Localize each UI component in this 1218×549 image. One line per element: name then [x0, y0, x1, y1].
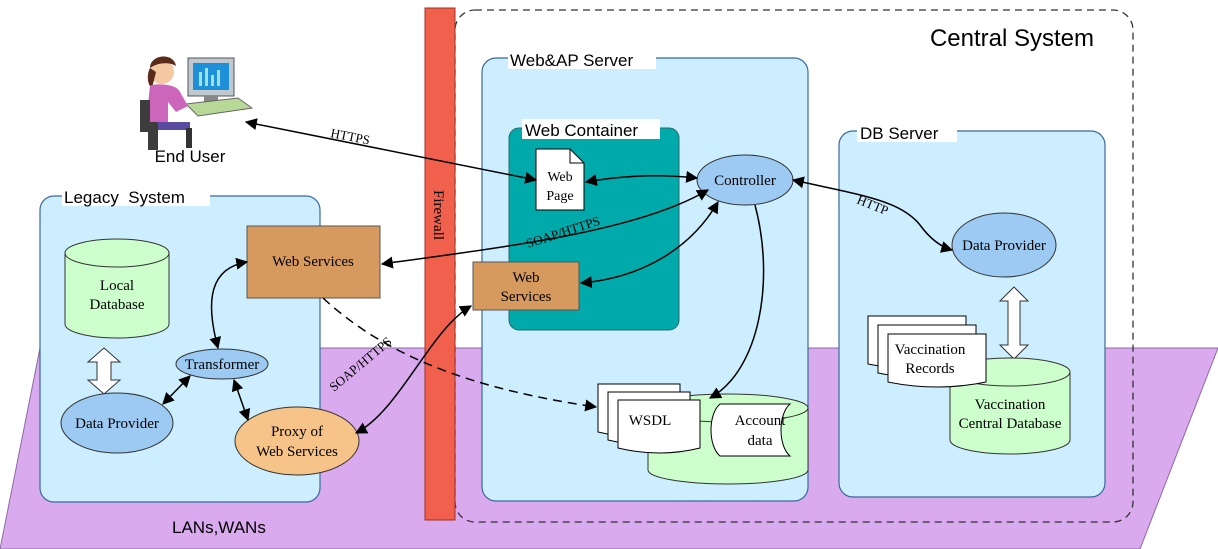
- end-user-icon: [140, 56, 254, 150]
- svg-text:Web Services: Web Services: [272, 254, 354, 270]
- web-container-label: Web Container: [525, 121, 638, 140]
- wsdl-documents: WSDL: [597, 383, 701, 454]
- data-provider-legacy-node: Data Provider: [60, 392, 174, 454]
- svg-text:Account: Account: [735, 413, 787, 429]
- controller-node: Controller: [696, 154, 794, 206]
- firewall: [424, 7, 456, 521]
- svg-text:Transformer: Transformer: [185, 357, 259, 373]
- svg-text:Web Services: Web Services: [256, 444, 338, 460]
- edge-transformer-dataprovider: [162, 375, 191, 405]
- edge-transformer-webservices: [209, 257, 249, 350]
- local-database-node: Local Database: [64, 238, 170, 339]
- vaccination-central-database: Vaccination Central Database: [949, 357, 1071, 455]
- web-ap-server-label: Web&AP Server: [510, 51, 633, 70]
- transformer-node: Transformer: [175, 348, 269, 380]
- svg-text:WSDL: WSDL: [629, 413, 672, 429]
- svg-text:Data Provider: Data Provider: [962, 238, 1046, 254]
- svg-text:Database: Database: [90, 297, 145, 313]
- edge-soap-lower: [354, 305, 473, 434]
- web-services-central-node: Web Services: [472, 261, 580, 311]
- svg-text:Local: Local: [100, 278, 134, 294]
- svg-text:Central Database: Central Database: [959, 416, 1062, 432]
- https-label: HTTPS: [329, 125, 371, 147]
- web-page-node: Web Page: [535, 148, 585, 211]
- end-user-label: End User: [155, 147, 226, 166]
- db-server-label: DB Server: [860, 124, 939, 143]
- firewall-label: Firewall: [430, 190, 446, 240]
- edge-controller-repository: [708, 204, 765, 399]
- edge-controller-webservices: [579, 200, 719, 289]
- web-services-legacy-node: Web Services: [246, 225, 381, 299]
- vaccination-records-documents: Vaccination Records: [867, 315, 987, 388]
- legacy-system-label: Legacy System: [64, 188, 185, 207]
- svg-text:Web: Web: [547, 170, 572, 185]
- edge-http: [791, 176, 954, 253]
- lans-wans-label: LANs,WANs: [172, 518, 266, 537]
- account-data-node: Account data: [710, 403, 792, 457]
- svg-text:Vaccination: Vaccination: [895, 342, 966, 358]
- data-provider-db-node: Data Provider: [951, 212, 1057, 278]
- edge-webpage-controller: [584, 170, 699, 186]
- svg-text:Data Provider: Data Provider: [75, 416, 159, 432]
- edge-https: [244, 118, 538, 184]
- svg-text:Services: Services: [501, 289, 552, 305]
- proxy-web-services-node: Proxy of Web Services: [234, 406, 360, 476]
- edge-transformer-proxy: [231, 378, 251, 422]
- central-system-label: Central System: [930, 25, 1094, 52]
- svg-text:Records: Records: [905, 361, 954, 377]
- svg-text:Web: Web: [512, 270, 539, 286]
- svg-text:Vaccination: Vaccination: [975, 397, 1046, 413]
- svg-text:Proxy of: Proxy of: [271, 424, 323, 440]
- svg-text:Page: Page: [546, 189, 573, 204]
- svg-text:data: data: [748, 433, 773, 449]
- svg-text:Controller: Controller: [714, 173, 776, 189]
